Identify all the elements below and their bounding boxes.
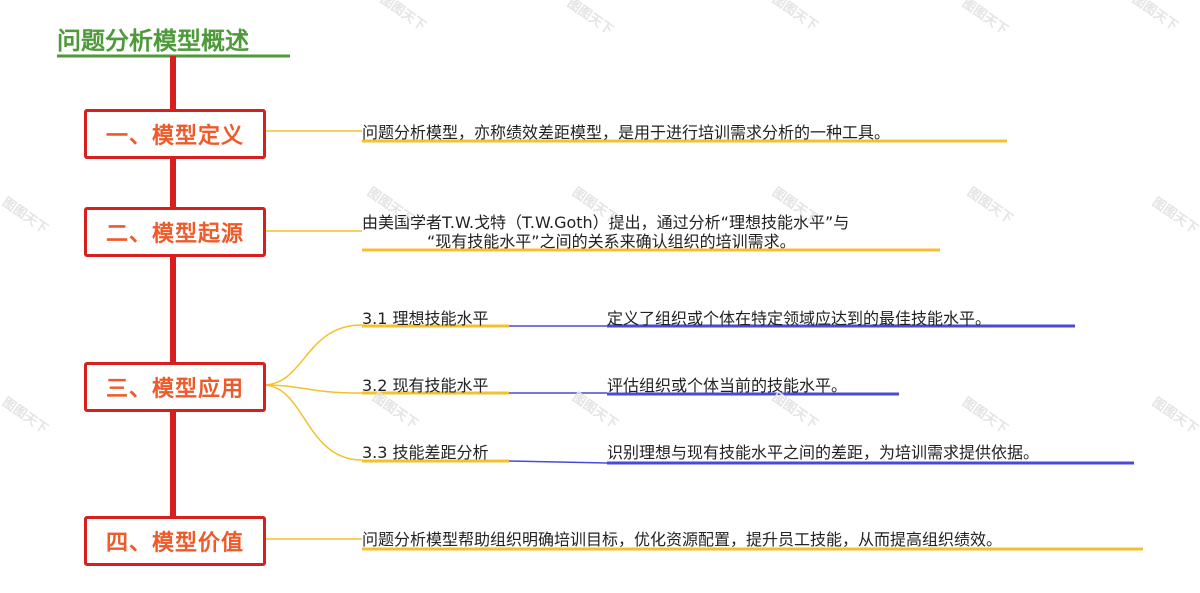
topic-box-definition[interactable]: 一、模型定义 xyxy=(84,109,266,159)
page-title: 问题分析模型概述 xyxy=(57,27,249,55)
subtopic-skill-gap-desc: 识别理想与现有技能水平之间的差距，为培训需求提供依据。 xyxy=(607,443,1040,462)
subtopic-current-skill[interactable]: 3.2 现有技能水平 xyxy=(362,376,489,395)
subtopic-ideal-skill-desc: 定义了组织或个体在特定领域应达到的最佳技能水平。 xyxy=(607,309,992,328)
value-text: 问题分析模型帮助组织明确培训目标，优化资源配置，提升员工技能，从而提高组织绩效。 xyxy=(362,530,1003,549)
origin-text-line-1: 由美国学者T.W.戈特（T.W.Goth）提出，通过分析“理想技能水平”与 xyxy=(362,213,850,232)
definition-text: 问题分析模型，亦称绩效差距模型，是用于进行培训需求分析的一种工具。 xyxy=(362,123,891,142)
desc-connector-3-3 xyxy=(508,460,608,464)
branch-curve-3-1 xyxy=(262,324,363,386)
branch-curve-3-2 xyxy=(262,384,363,394)
subtopic-current-skill-desc: 评估组织或个体当前的技能水平。 xyxy=(607,376,848,395)
topic-box-application[interactable]: 三、模型应用 xyxy=(84,362,266,412)
origin-text-line-2: “现有技能水平”之间的关系来确认组织的培训需求。 xyxy=(427,232,796,251)
branch-curve-3-3 xyxy=(262,384,363,461)
topic-box-origin[interactable]: 二、模型起源 xyxy=(84,207,266,257)
subtopic-ideal-skill[interactable]: 3.1 理想技能水平 xyxy=(362,309,489,328)
topic-box-value[interactable]: 四、模型价值 xyxy=(84,516,266,566)
subtopic-skill-gap[interactable]: 3.3 技能差距分析 xyxy=(362,443,489,462)
